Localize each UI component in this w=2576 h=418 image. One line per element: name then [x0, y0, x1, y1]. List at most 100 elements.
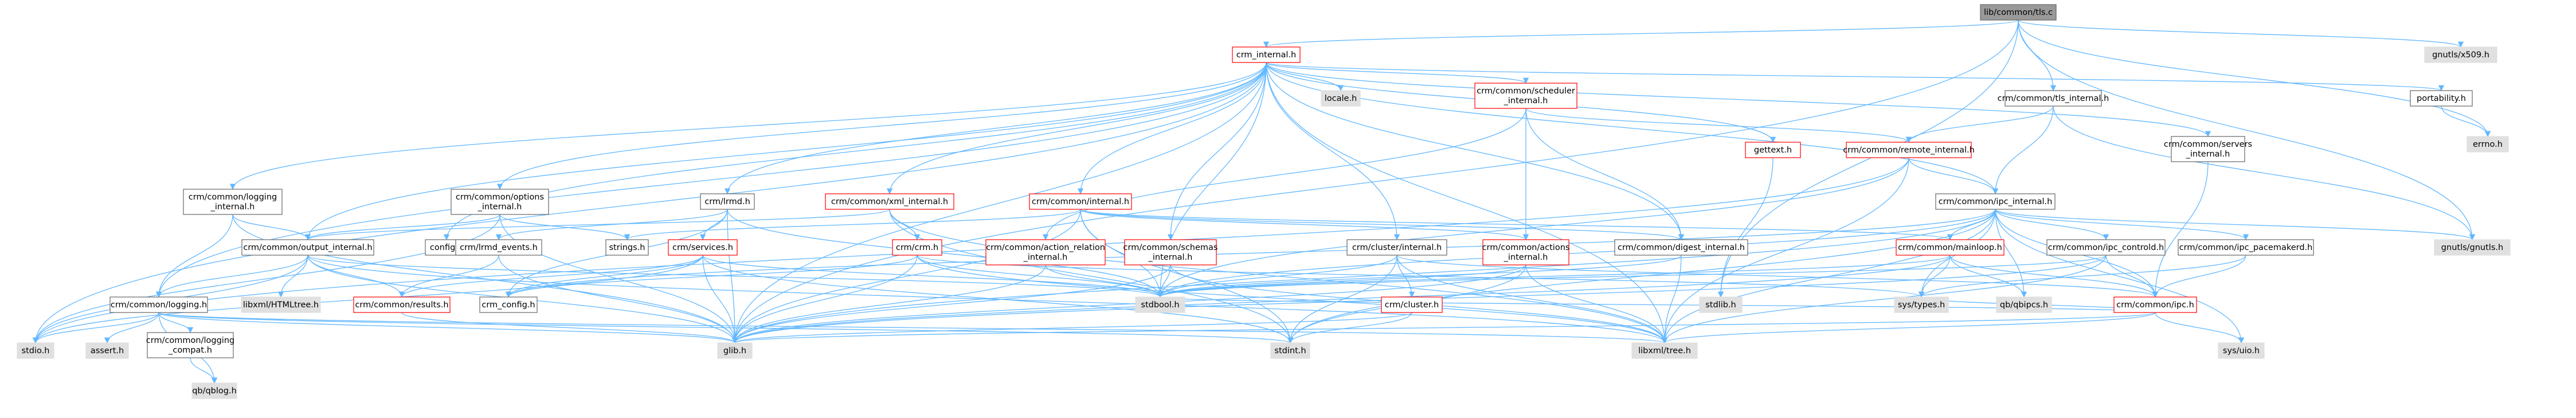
- node-label: crm_internal.h: [1236, 50, 1297, 60]
- node-internal[interactable]: crm/common/internal.h: [1029, 193, 1132, 210]
- node-box: [479, 296, 538, 313]
- edge-crm_internal-to-options_internal: [496, 62, 1267, 190]
- node-lrmd[interactable]: crm/lrmd.h: [700, 193, 755, 210]
- node-label: _internal.h: [210, 202, 255, 212]
- edge-cluster_internal-to-stdbool: [1157, 255, 1397, 298]
- edge-crm_internal-to-output_internal: [304, 62, 1267, 241]
- node-label: crm/crm.h: [896, 243, 938, 252]
- node-label: stdint.h: [1274, 346, 1306, 356]
- node-logging_internal[interactable]: crm/common/logging_internal.h: [183, 189, 283, 215]
- node-options_internal[interactable]: crm/common/options_internal.h: [451, 189, 549, 215]
- node-stdlib: stdlib.h: [1699, 296, 1743, 313]
- edge-logging-to-stdint: [158, 312, 1293, 344]
- node-lrmd_events[interactable]: crm/lrmd_events.h: [455, 239, 542, 256]
- edge-crm-to-glib: [731, 255, 918, 344]
- edge-ipc_internal-to-qb_ipcs: [1995, 209, 2027, 298]
- node-mainloop[interactable]: crm/common/mainloop.h: [1896, 239, 2005, 256]
- node-results[interactable]: crm/common/results.h: [353, 296, 451, 313]
- node-label: crm/common/schemas: [1123, 243, 1218, 252]
- node-gettext[interactable]: gettext.h: [1745, 142, 1801, 158]
- node-box: [985, 239, 1106, 265]
- node-box: [1135, 296, 1185, 313]
- node-stdio: stdio.h: [17, 342, 54, 359]
- node-label: crm/common/actions: [1482, 243, 1570, 252]
- node-ipc[interactable]: crm/common/ipc.h: [2113, 296, 2197, 313]
- edge-xml_internal-to-output_internal: [305, 209, 890, 241]
- node-ipc_pacemakerd[interactable]: crm/common/ipc_pacemakerd.h: [2178, 239, 2314, 256]
- node-ipc_controld[interactable]: crm/common/ipc_controld.h: [2046, 239, 2166, 256]
- edge-servers_internal-to-ipc: [2152, 161, 2209, 298]
- node-label: _internal.h: [1504, 253, 1548, 262]
- node-digest_internal[interactable]: crm/common/digest_internal.h: [1614, 239, 1748, 256]
- edge-xml_internal-to-stdint: [889, 209, 1294, 344]
- node-label: _internal.h: [1148, 253, 1193, 262]
- node-label: crm/cluster.h: [1385, 300, 1439, 310]
- node-tls_internal[interactable]: crm/common/tls_internal.h: [1998, 90, 2109, 107]
- node-box: [1381, 296, 1443, 313]
- node-box: [2467, 136, 2509, 153]
- node-box: [1482, 239, 1569, 265]
- node-label: portability.h: [2417, 94, 2466, 103]
- node-services[interactable]: crm/services.h: [668, 239, 738, 256]
- node-logging_compat[interactable]: crm/common/logging_compat.h: [146, 332, 234, 358]
- edge-internal-to-glib: [731, 209, 1081, 344]
- node-label: crm/common/xml_internal.h: [831, 197, 948, 206]
- edge-crm_internal-to-stdio: [32, 62, 1267, 344]
- node-actions_internal[interactable]: crm/common/actions_internal.h: [1482, 239, 1570, 265]
- node-remote_internal[interactable]: crm/common/remote_internal.h: [1843, 142, 1975, 158]
- node-crm[interactable]: crm/crm.h: [892, 239, 942, 256]
- node-label: crm/lrmd_events.h: [460, 243, 538, 252]
- node-portability[interactable]: portability.h: [2410, 90, 2473, 107]
- edge-logging_compat-to-qb_log: [190, 357, 218, 384]
- edge-internal-to-digest_internal: [1080, 209, 1684, 241]
- node-output_internal[interactable]: crm/common/output_internal.h: [241, 239, 374, 256]
- node-scheduler_internal[interactable]: crm/common/scheduler_internal.h: [1474, 83, 1577, 109]
- node-box: [2178, 239, 2314, 256]
- node-label: _internal.h: [1023, 253, 1068, 262]
- node-box: [1346, 239, 1447, 256]
- node-box: [85, 342, 129, 359]
- node-box: [2424, 46, 2497, 63]
- node-cluster[interactable]: crm/cluster.h: [1381, 296, 1443, 313]
- node-stdbool: stdbool.h: [1135, 296, 1185, 313]
- edge-services-to-crm_config: [505, 255, 703, 298]
- node-gnutls: gnutls/gnutls.h: [2434, 239, 2511, 256]
- edge-cluster-to-glib: [732, 312, 1412, 344]
- node-label: crm/common/digest_internal.h: [1618, 243, 1745, 252]
- node-box: [1232, 46, 1301, 63]
- node-box: [2218, 342, 2265, 359]
- edge-lrmd_events-to-results: [398, 255, 499, 298]
- node-xml_internal[interactable]: crm/common/xml_internal.h: [825, 193, 954, 210]
- node-stdint: stdint.h: [1270, 342, 1310, 359]
- edge-mainloop-to-stdbool: [1157, 255, 1951, 298]
- node-label: libxml/tree.h: [1638, 346, 1691, 356]
- node-box: [241, 296, 321, 313]
- node-box: [1699, 296, 1743, 313]
- node-box: [241, 239, 374, 256]
- node-box: [717, 342, 753, 359]
- edge-ipc_pacemakerd-to-ipc: [2152, 255, 2246, 298]
- edge-cluster-to-stdint: [1287, 312, 1412, 344]
- node-label: crm/common/ipc.h: [2116, 300, 2194, 310]
- node-sys_types: sys/types.h: [1894, 296, 1949, 313]
- node-schemas_internal[interactable]: crm/common/schemas_internal.h: [1123, 239, 1218, 265]
- node-label: gnutls/x509.h: [2432, 50, 2489, 60]
- node-box: [1996, 296, 2052, 313]
- edge-crm_internal-to-scheduler_internal: [1266, 62, 1529, 84]
- node-libxml_htmltree: libxml/HTMLtree.h: [241, 296, 321, 313]
- edge-scheduler_internal-to-action_relation: [1042, 108, 1526, 241]
- node-logging[interactable]: crm/common/logging.h: [109, 296, 208, 313]
- edge-ipc_internal-to-ipc_controld: [1995, 209, 2109, 241]
- node-action_relation[interactable]: crm/common/action_relation_internal.h: [985, 239, 1106, 265]
- node-crm_config[interactable]: crm_config.h: [479, 296, 538, 313]
- node-ipc_internal[interactable]: crm/common/ipc_internal.h: [1935, 193, 2056, 210]
- edge-crm_internal-to-cluster_internal: [1266, 62, 1400, 241]
- node-strings[interactable]: strings.h: [605, 239, 649, 256]
- edge-logging-to-glib: [158, 312, 738, 344]
- node-servers_internal[interactable]: crm/common/servers_internal.h: [2164, 136, 2252, 162]
- node-cluster_internal[interactable]: crm/cluster/internal.h: [1346, 239, 1447, 256]
- node-box: [2113, 296, 2197, 313]
- edge-crm_internal-to-digest_internal: [1266, 62, 1685, 241]
- node-crm_internal[interactable]: crm_internal.h: [1232, 46, 1301, 63]
